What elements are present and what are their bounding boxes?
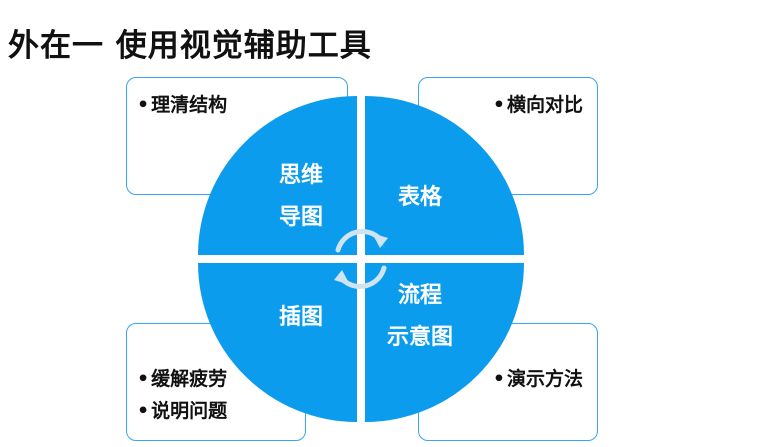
quadrant-label-flowchart: 流程 示意图: [375, 275, 465, 359]
page-title: 外在一 使用视觉辅助工具: [8, 28, 372, 64]
arrow-head-icon: [334, 270, 350, 285]
note-item: 横向对比: [493, 90, 583, 117]
quadrant-mind-map: [198, 96, 357, 255]
label-line: 导图: [278, 205, 323, 230]
note-item: 缓解疲劳: [137, 364, 227, 391]
note-item: 理清结构: [137, 90, 227, 117]
label-line: 思维: [278, 163, 323, 188]
quadrant-table: [365, 96, 524, 255]
quadrant-flowchart: [365, 263, 524, 422]
quadrant-label-table: 表格: [397, 185, 442, 210]
arrow-head-icon: [372, 233, 388, 248]
label-line: 流程: [397, 283, 442, 308]
quadrant-label-illustration: 插图: [278, 305, 323, 330]
label-line: 示意图: [386, 325, 453, 350]
note-item: 说明问题: [137, 396, 227, 423]
note-item: 演示方法: [493, 364, 583, 391]
quadrant-illustration: [198, 263, 357, 422]
quadrant-label-mind-map: 思维 导图: [256, 155, 346, 239]
